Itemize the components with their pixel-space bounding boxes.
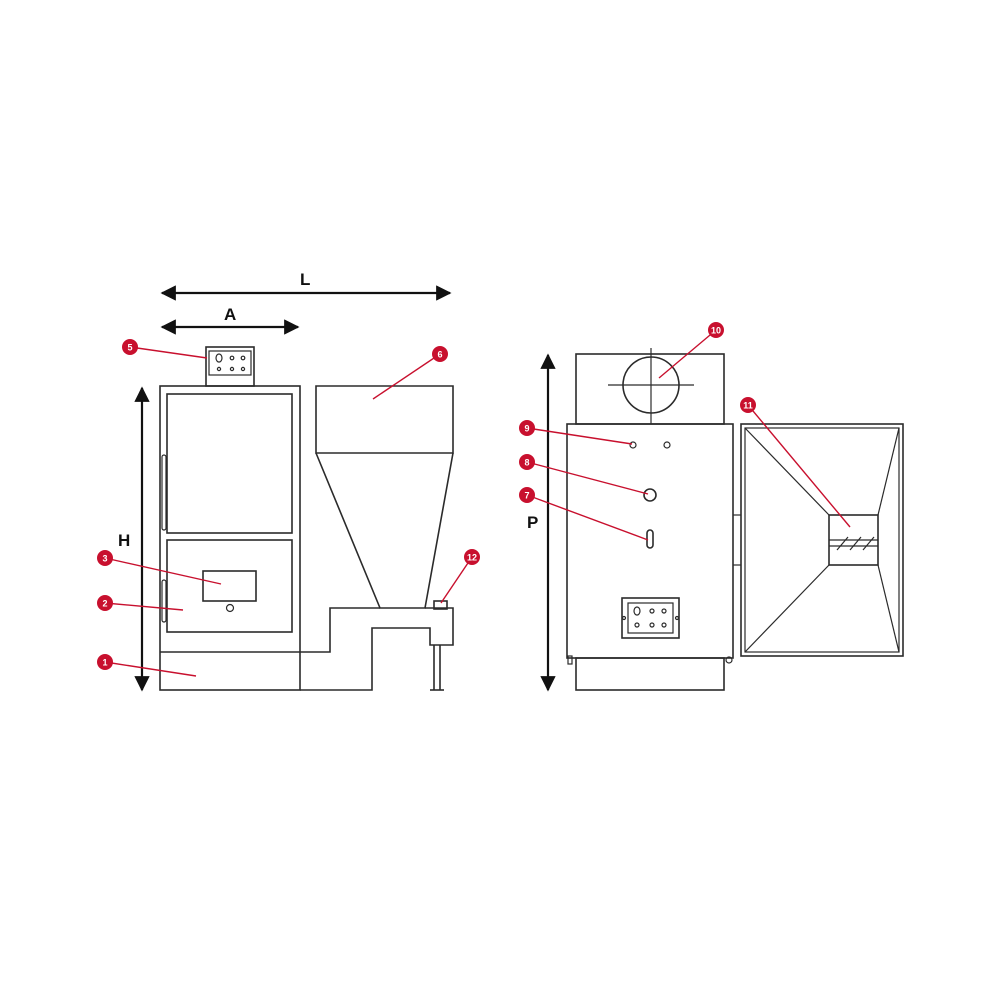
callout-leader-line [747,404,851,528]
safety-connection [643,488,657,502]
callout-number: 11 [743,401,753,411]
upper-door-handle [161,454,167,531]
lower-door-handle [161,579,167,623]
boiler-front-view [159,346,301,691]
callout-badge [97,595,113,611]
inspection-window [202,570,257,602]
callout-badge [122,339,138,355]
callout-number: 5 [127,343,132,353]
callout-leader-line [372,353,441,400]
callout-badge [464,549,480,565]
callout-leader-line [526,494,649,541]
callout-leader-line [440,556,473,604]
upper-door [166,393,293,534]
feeder-motor [433,600,448,610]
callout-11: 11 [740,397,851,528]
callout-badge [97,550,113,566]
callout-number: 9 [524,424,529,434]
callout-badge [740,397,756,413]
callout-badge [519,487,535,503]
dimension-L: L [160,270,452,301]
callout-2: 2 [97,595,184,611]
dimension-P: P [527,353,556,692]
callout-leader-line [104,602,184,611]
dimension-label-P: P [527,513,538,532]
callout-badge [708,322,724,338]
dimension-label-A: A [224,305,236,324]
callout-number: 1 [102,658,107,668]
callout-8: 8 [519,454,649,495]
callout-badge [519,420,535,436]
pellet-hopper [300,385,454,691]
callout-3: 3 [97,550,222,585]
drain-valve [646,529,654,549]
callout-number: 10 [711,326,721,336]
callout-number: 8 [524,458,529,468]
callout-leader-line [129,346,208,359]
callout-leader-line [526,461,649,495]
dimension-label-L: L [300,270,310,289]
lower-door [166,539,293,633]
callout-badge [432,346,448,362]
callout-badge [97,654,113,670]
hopper-top-view [740,423,904,657]
callout-12: 12 [440,549,480,604]
boiler-side-view [566,348,741,691]
door-knob [225,603,235,613]
callout-7: 7 [519,487,649,541]
flow-connection [663,441,671,449]
side-control-panel [621,597,680,639]
dimension-label-H: H [118,531,130,550]
top-control-panel [205,346,255,387]
callout-leader-line [104,661,197,677]
callout-leader-line [104,557,222,585]
callout-number: 3 [102,554,107,564]
callout-leader-line [658,329,717,379]
callout-badge [519,454,535,470]
callout-9: 9 [519,420,633,445]
callout-1: 1 [97,654,197,677]
callout-6: 6 [372,346,448,400]
return-connection [629,441,637,449]
callout-leader-line [526,427,633,445]
callout-number: 2 [102,599,107,609]
callout-10: 10 [658,322,724,379]
callout-number: 7 [524,491,529,501]
callout-number: 6 [437,350,442,360]
dimension-H: H [118,386,150,692]
dimension-A: A [160,305,300,335]
callout-5: 5 [122,339,208,359]
callout-number: 12 [467,553,477,563]
